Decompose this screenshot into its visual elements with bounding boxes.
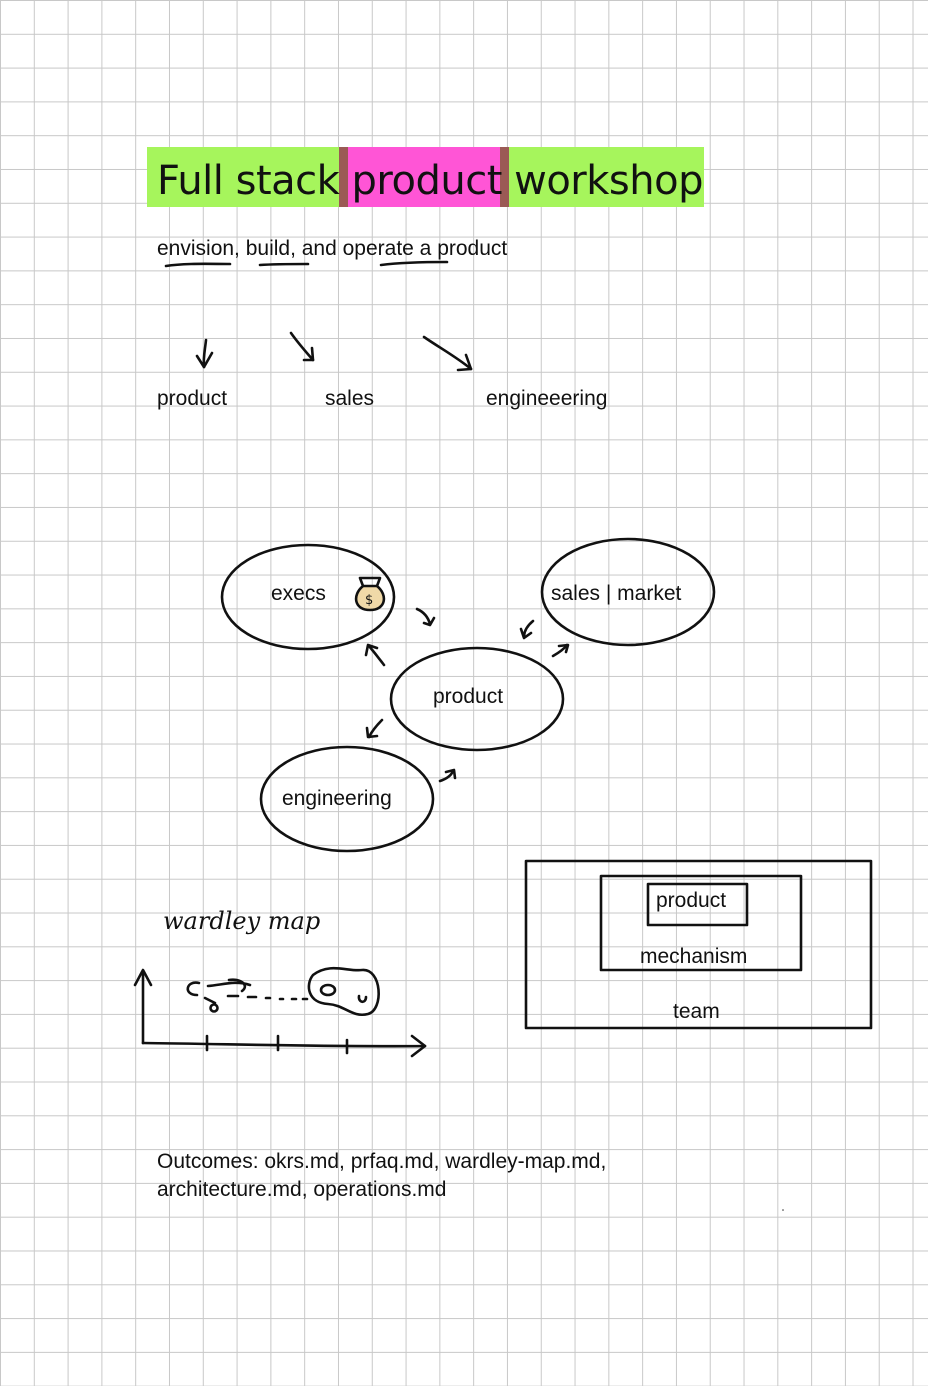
arrow-sales [289,331,315,362]
label-product: product [433,685,504,708]
outcomes-line-1: Outcomes: okrs.md, prfaq.md, wardley-map… [157,1150,607,1173]
title-product-highlight [339,147,509,207]
title-after: workshop [501,158,703,204]
wardley-axes [133,968,427,1058]
money-bag-icon: $ [354,576,386,612]
box-product [646,882,749,927]
ellipse-engineering [259,745,435,853]
stray-dot [782,1209,784,1211]
pillar-engineering: engineeering [486,387,608,410]
label-sales-market: sales | market [551,582,682,605]
label-box-product: product [656,889,727,912]
ellipse-product [389,646,565,752]
box-mechanism [599,874,803,972]
svg-text:$: $ [365,593,373,608]
label-execs: execs [271,582,326,605]
arrow-product-to-engineering [365,718,384,739]
arrow-engineering [422,335,473,372]
outcomes-line-2: architecture.md, operations.md [157,1178,447,1201]
arrow-execs-to-product [415,607,436,627]
wardley-components [186,966,380,1017]
wardley-map-title: wardley map [163,907,321,935]
pillar-product: product [157,387,228,410]
arrow-product [195,338,214,369]
page-title: Full stack product workshop [157,156,703,206]
arrow-product-to-execs [364,643,386,667]
label-box-mechanism: mechanism [640,945,748,968]
title-highlight-left-edge [339,147,348,207]
arrow-engineering-to-product [438,768,457,783]
label-box-team: team [673,1000,720,1023]
underline-operate [379,260,449,267]
box-team [524,859,873,1030]
ellipse-execs [220,543,396,651]
subtitle: envision, build, and operate a product [157,237,508,260]
arrow-product-to-sales [551,643,570,658]
label-engineering: engineering [282,787,392,810]
title-before: Full stack [157,158,352,204]
arrow-sales-to-product [519,619,535,640]
outcomes-text: Outcomes: okrs.md, prfaq.md, wardley-map… [157,1148,757,1204]
title-highlight-right-edge [500,147,509,207]
ellipse-sales-market [540,537,716,647]
underline-envision [164,262,232,268]
title-highlight-word: product [351,158,503,204]
underline-build [258,262,310,267]
pillar-sales: sales [325,387,375,410]
